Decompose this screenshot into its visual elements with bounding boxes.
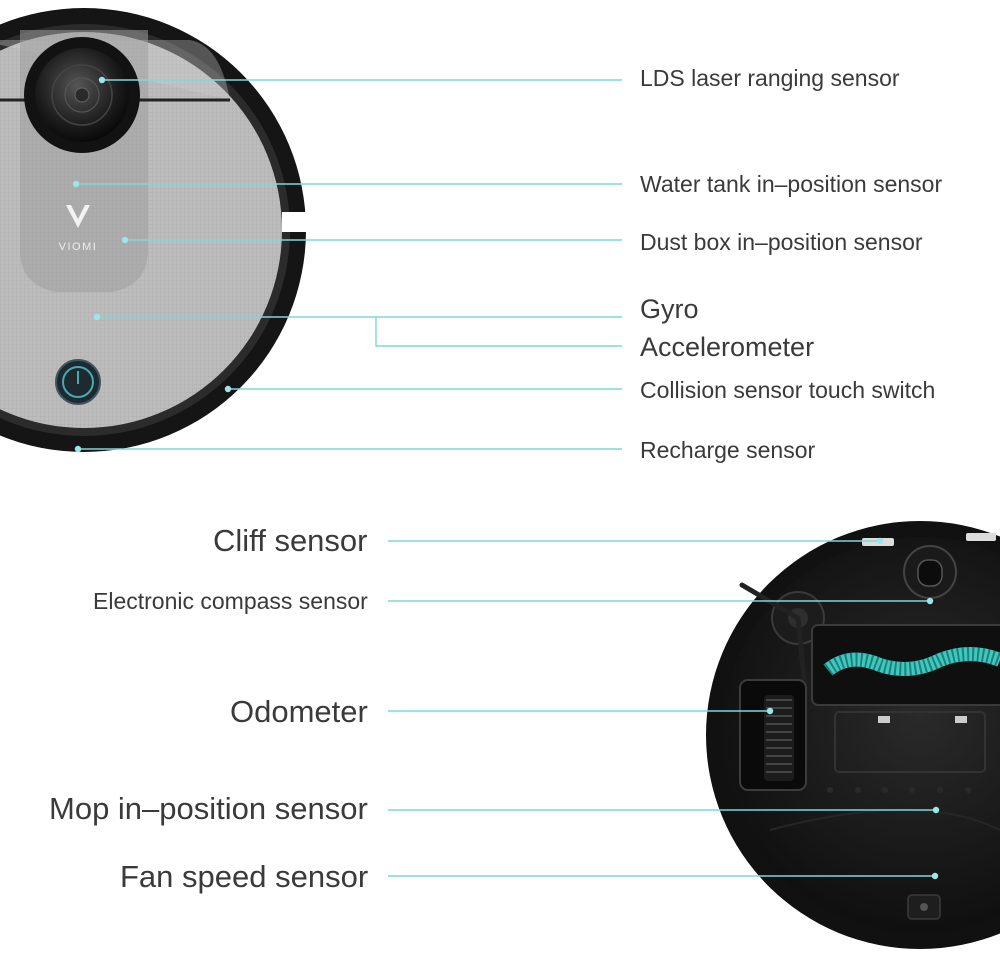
sensor-dot-water-tank [72,180,80,188]
dustbin-outline [834,711,986,773]
brand-logo [66,205,90,228]
sensor-dot-dust-box [121,236,129,244]
label-odometer: Odometer [230,693,368,729]
label-gyro: Gyro [640,293,699,324]
label-dust-box: Dust box in–position sensor [640,228,923,255]
label-mop: Mop in–position sensor [49,790,368,826]
label-compass: Electronic compass sensor [93,587,368,614]
label-collision: Collision sensor touch switch [640,376,936,403]
drive-wheel [739,679,807,791]
leader-line-accelerometer [375,317,622,347]
robot-top-view: VIOMI [0,8,306,452]
power-button [55,359,101,405]
sensor-dot-collision [224,385,232,393]
sensor-dot-odometer [766,707,774,715]
sensor-dot-gyro [93,313,101,321]
sensor-dot-mop [932,806,940,814]
brand-text: VIOMI [59,241,98,253]
caster-wheel [903,545,957,599]
sensor-dot-cliff [876,537,884,545]
label-lds: LDS laser ranging sensor [640,64,900,91]
label-recharge: Recharge sensor [640,436,816,463]
label-accelerometer: Accelerometer [640,331,815,362]
sensor-dot-recharge [74,445,82,453]
robot-bottom-view [706,521,1000,949]
leader-lines [72,76,940,880]
vent-holes [827,787,971,793]
sensor-dot-compass [926,597,934,605]
label-fan: Fan speed sensor [120,858,369,894]
lds-turret [24,37,140,153]
label-water-tank: Water tank in–position sensor [640,170,943,197]
sensor-dot-lds [98,76,106,84]
sensor-dot-fan [931,872,939,880]
label-cliff: Cliff sensor [213,522,368,558]
main-brush [811,624,1000,706]
